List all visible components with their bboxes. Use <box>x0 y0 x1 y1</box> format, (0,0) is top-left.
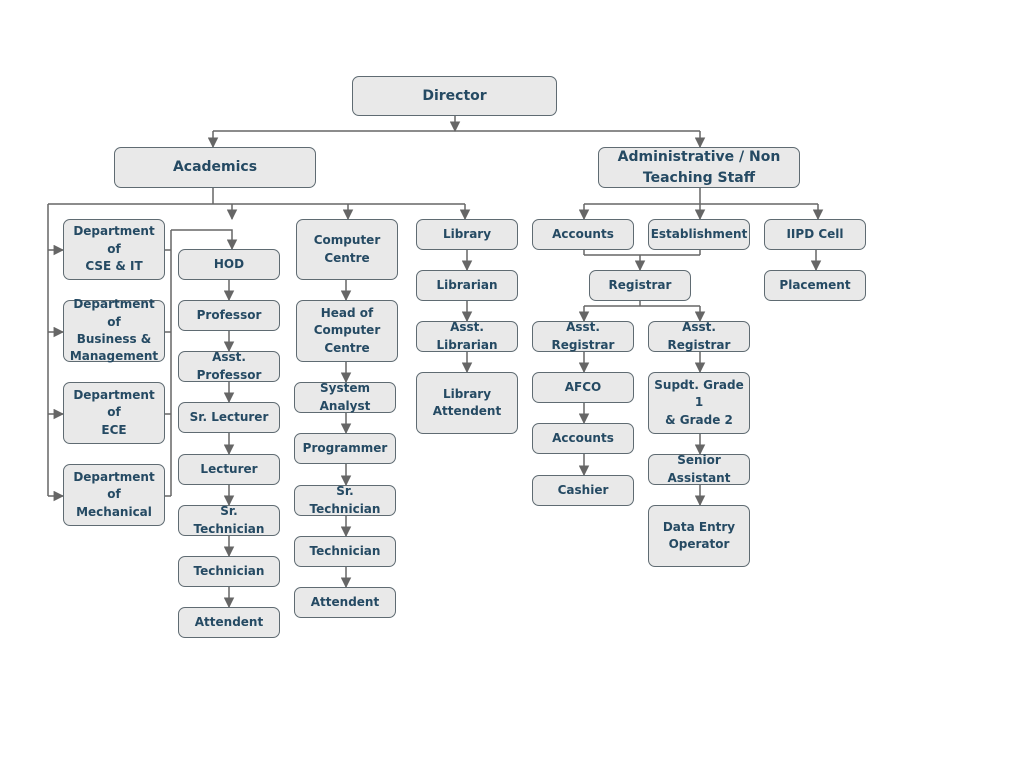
system-analyst-box: System Analyst <box>294 381 396 413</box>
registrar-box: Registrar <box>589 270 691 301</box>
supdt-grade-box: Supdt. Grade 1 & Grade 2 <box>648 372 750 434</box>
librarian-box: Librarian <box>416 270 518 301</box>
afco-box: AFCO <box>532 372 634 403</box>
connector-arrow <box>171 229 238 251</box>
registrar-accounts-box: Accounts <box>532 423 634 454</box>
cc-attendent-box: Attendent <box>294 587 396 618</box>
director-box: Director <box>352 76 557 116</box>
lecturer-box: Lecturer <box>178 454 280 485</box>
cashier-box: Cashier <box>532 475 634 506</box>
hod-box: HOD <box>178 249 280 280</box>
dept-technician-box: Technician <box>178 556 280 587</box>
establishment-box: Establishment <box>648 219 750 250</box>
asst-professor-box: Asst. Professor <box>178 350 280 382</box>
data-entry-operator-box: Data Entry Operator <box>648 505 750 567</box>
accounts-box: Accounts <box>532 219 634 250</box>
professor-box: Professor <box>178 300 280 331</box>
dept-mechanical-box: Department of Mechanical <box>63 464 165 526</box>
sr-lecturer-box: Sr. Lecturer <box>178 402 280 433</box>
iipd-cell-box: IIPD Cell <box>764 219 866 250</box>
dept-sr-technician-box: Sr. Technician <box>178 504 280 536</box>
dept-attendent-box: Attendent <box>178 607 280 638</box>
dept-business-box: Department of Business & Management <box>63 297 165 363</box>
library-box: Library <box>416 219 518 250</box>
asst-registrar-right-box: Asst. Registrar <box>648 320 750 352</box>
programmer-box: Programmer <box>294 433 396 464</box>
head-computer-centre-box: Head of Computer Centre <box>296 300 398 362</box>
dept-cse-it-box: Department of CSE & IT <box>63 219 165 280</box>
placement-box: Placement <box>764 270 866 301</box>
cc-sr-technician-box: Sr. Technician <box>294 484 396 516</box>
computer-centre-box: Computer Centre <box>296 219 398 280</box>
administrative-box: Administrative / Non Teaching Staff <box>598 147 800 188</box>
asst-registrar-left-box: Asst. Registrar <box>532 320 634 352</box>
cc-technician-box: Technician <box>294 536 396 567</box>
academics-box: Academics <box>114 147 316 188</box>
asst-librarian-box: Asst. Librarian <box>416 320 518 352</box>
library-attendent-box: Library Attendent <box>416 372 518 434</box>
senior-assistant-box: Senior Assistant <box>648 453 750 485</box>
dept-ece-box: Department of ECE <box>63 382 165 444</box>
